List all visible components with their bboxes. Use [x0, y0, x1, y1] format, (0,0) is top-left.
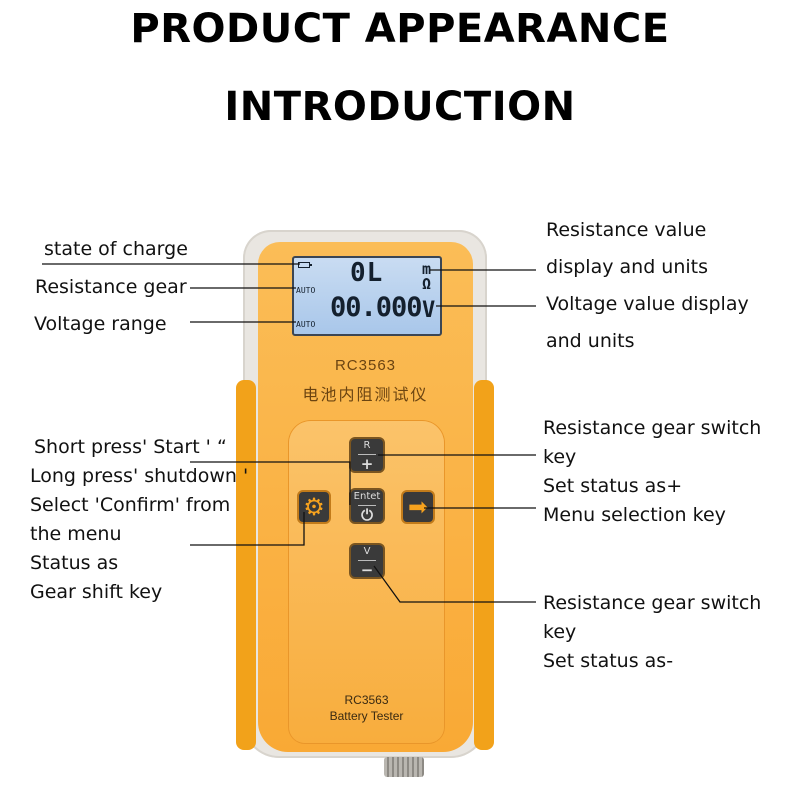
label-left-key-2: Long press' shutdown '	[30, 465, 249, 487]
lcd-resistance-value: 0L	[350, 258, 384, 288]
label-left-key-6: Gear shift key	[30, 581, 163, 603]
label-v-key-2: key	[543, 621, 577, 643]
lcd-voltage-unit: V	[422, 298, 436, 323]
model-number: RC3563	[334, 357, 397, 374]
minus-label: −	[360, 560, 374, 579]
label-resistance-display-2: display and units	[546, 256, 709, 278]
enter-power-key[interactable]: Entet ⏻	[349, 488, 385, 524]
r-key-label: R	[363, 439, 371, 451]
label-r-key-1: Resistance gear switch	[543, 417, 762, 439]
bottom-device-name: Battery Tester	[329, 709, 404, 723]
plus-label: +	[360, 454, 374, 473]
label-left-key-4: the menu	[30, 523, 122, 545]
power-icon: ⏻	[361, 505, 373, 524]
label-resistance-gear: Resistance gear	[35, 276, 187, 298]
label-left-key-5: Status as	[30, 552, 119, 574]
left-grip	[236, 380, 256, 750]
battery-icon	[298, 262, 312, 268]
probe-connector	[384, 757, 424, 777]
lcd-auto-voltage: AUTO	[296, 320, 316, 329]
right-grip	[474, 380, 494, 750]
title-line-2: INTRODUCTION	[224, 84, 576, 130]
key-panel: RC3563 Battery Tester	[289, 421, 444, 743]
model-chinese-name: 电池内阻测试仪	[302, 387, 429, 404]
label-voltage-display-2: and units	[546, 330, 635, 352]
label-v-key-1: Resistance gear switch	[543, 592, 762, 614]
arrow-right-icon: ➡	[407, 493, 429, 521]
lcd-auto-resistance: AUTO	[296, 286, 316, 295]
v-key-label: V	[363, 545, 371, 557]
label-r-key-4: Menu selection key	[543, 504, 726, 526]
line-v-key	[373, 565, 536, 603]
lcd-resistance-prefix: m	[422, 260, 432, 278]
lcd-voltage-value: 00.000	[330, 292, 423, 323]
label-left-key-1: Short press' Start ' “	[34, 436, 227, 458]
settings-key[interactable]: ⚙	[297, 490, 331, 524]
title-line-1: PRODUCT APPEARANCE	[130, 6, 670, 52]
label-resistance-display-1: Resistance value	[546, 219, 707, 241]
line-settings-key	[190, 512, 305, 546]
enter-key-label: Entet	[353, 490, 381, 502]
line-enter-key	[190, 461, 351, 505]
bottom-model-number: RC3563	[344, 693, 389, 707]
label-voltage-display-1: Voltage value display	[546, 293, 749, 315]
r-plus-key[interactable]: R +	[349, 437, 385, 473]
label-left-key-3: Select 'Confirm' from	[30, 494, 231, 516]
label-r-key-3: Set status as+	[543, 475, 683, 497]
label-r-key-2: key	[543, 446, 577, 468]
menu-arrow-key[interactable]: ➡	[401, 490, 435, 524]
lcd-resistance-unit: Ω	[422, 275, 432, 293]
label-state-of-charge: state of charge	[44, 238, 188, 260]
label-v-key-3: Set status as-	[543, 650, 674, 672]
lcd-screen: AUTO 0L m Ω AUTO 00.000 V	[292, 256, 442, 336]
gear-icon: ⚙	[303, 493, 325, 521]
label-voltage-range: Voltage range	[34, 313, 167, 335]
